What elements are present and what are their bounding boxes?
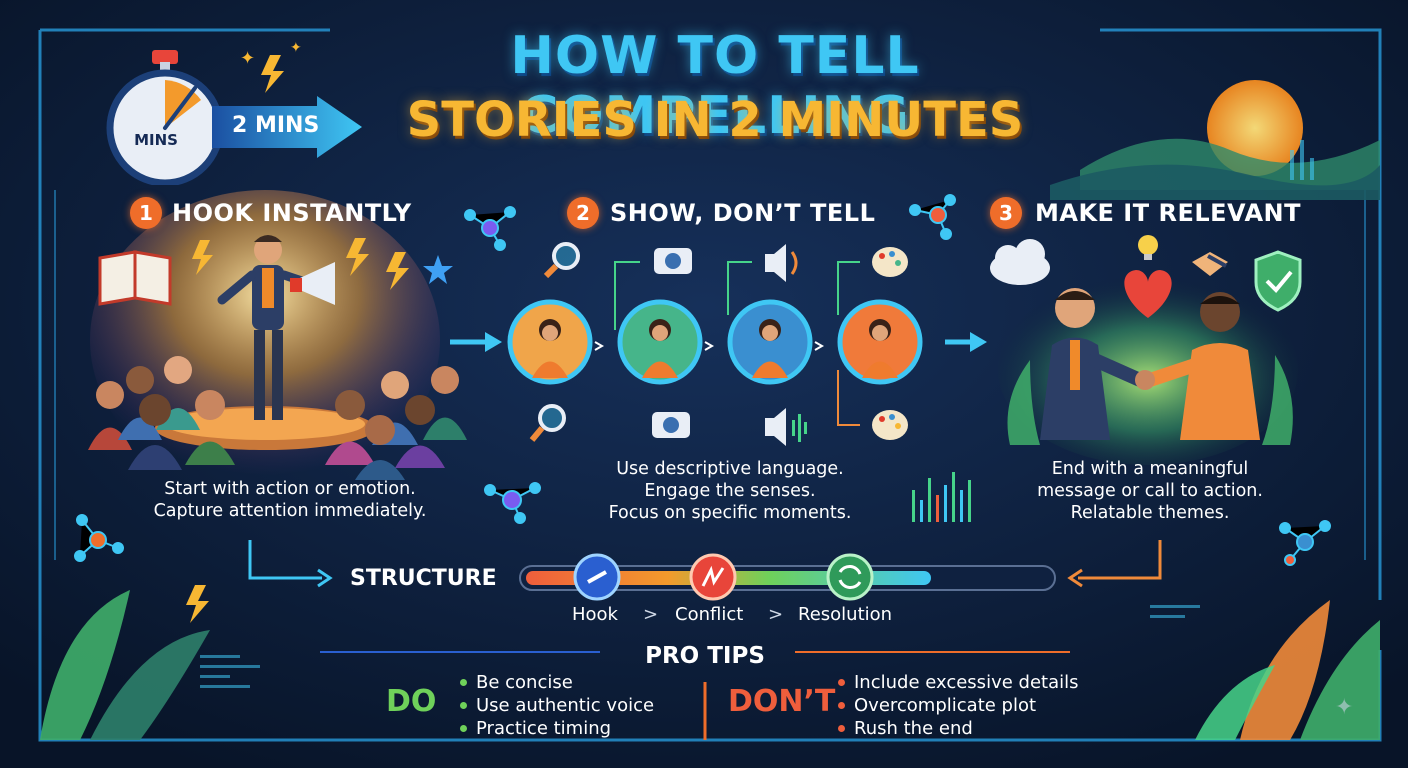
star-icon — [423, 255, 453, 284]
cloud-icon — [990, 239, 1050, 285]
story-frames — [507, 299, 923, 385]
link-icon — [573, 553, 621, 601]
bar-chart-icon — [912, 472, 971, 522]
stage-conflict: Conflict — [675, 604, 744, 625]
pro-tips-title: PRO TIPS — [645, 643, 765, 669]
dont-item: Rush the end — [836, 718, 973, 739]
handshake-figures — [1040, 288, 1260, 440]
step-2-description: Use descriptive language. Engage the sen… — [608, 459, 852, 523]
sparkle-icon: ✦ — [240, 48, 256, 69]
megaphone-icon — [290, 262, 335, 305]
step-3-number: 3 — [990, 197, 1022, 229]
step-2-number: 2 — [567, 197, 599, 229]
main-title-line1: HOW TO TELL COMPELLING — [510, 26, 920, 146]
camera-icon — [652, 248, 692, 438]
refresh-icon — [826, 553, 874, 601]
lightning-icon — [186, 55, 409, 623]
heart-icon — [1124, 270, 1172, 318]
zigzag-icon — [689, 553, 737, 601]
main-title-line2: STORIES IN 2 MINUTES — [406, 92, 1024, 148]
stopwatch-icon — [106, 50, 224, 185]
stage-hook: Hook — [572, 604, 618, 625]
stage-resolution: Resolution — [798, 604, 893, 625]
step-3-heading: MAKE IT RELEVANT — [1035, 199, 1301, 227]
step-1-heading: HOOK INSTANTLY — [172, 199, 412, 227]
time-arrow — [212, 96, 362, 158]
sparkle-icon: ✦ — [290, 40, 302, 56]
stage-separator: > — [643, 604, 659, 625]
magnifier-icon — [529, 242, 580, 442]
do-item: Practice timing — [458, 718, 611, 739]
dont-item: Overcomplicate plot — [836, 695, 1036, 716]
clock-label: MINS — [134, 131, 178, 149]
step-3-description: End with a meaningful message or call to… — [1037, 459, 1263, 523]
structure-label: STRUCTURE — [350, 566, 497, 591]
sparkle-icon: ✦ — [1335, 695, 1354, 720]
step-1-description: Start with action or emotion. Capture at… — [153, 479, 427, 521]
speaker-figure — [217, 235, 310, 420]
book-icon — [98, 250, 172, 306]
stage-separator: > — [768, 604, 784, 625]
do-item: Be concise — [458, 672, 573, 693]
molecule-icon — [74, 194, 1331, 566]
step-2-heading: SHOW, DON’T TELL — [610, 199, 876, 227]
step-1-number: 1 — [130, 197, 162, 229]
time-arrow-label: 2 MINS — [232, 113, 320, 138]
handshake-icon — [1192, 252, 1228, 276]
shield-check-icon — [1254, 250, 1302, 312]
leaf-icon — [40, 590, 1380, 740]
palette-icon — [872, 247, 908, 440]
dont-label: DON’T — [728, 684, 836, 719]
lightbulb-icon — [1138, 235, 1158, 260]
do-label: DO — [386, 684, 437, 719]
speaker-icon — [765, 244, 807, 446]
dont-item: Include excessive details — [836, 672, 1078, 693]
do-item: Use authentic voice — [458, 695, 654, 716]
